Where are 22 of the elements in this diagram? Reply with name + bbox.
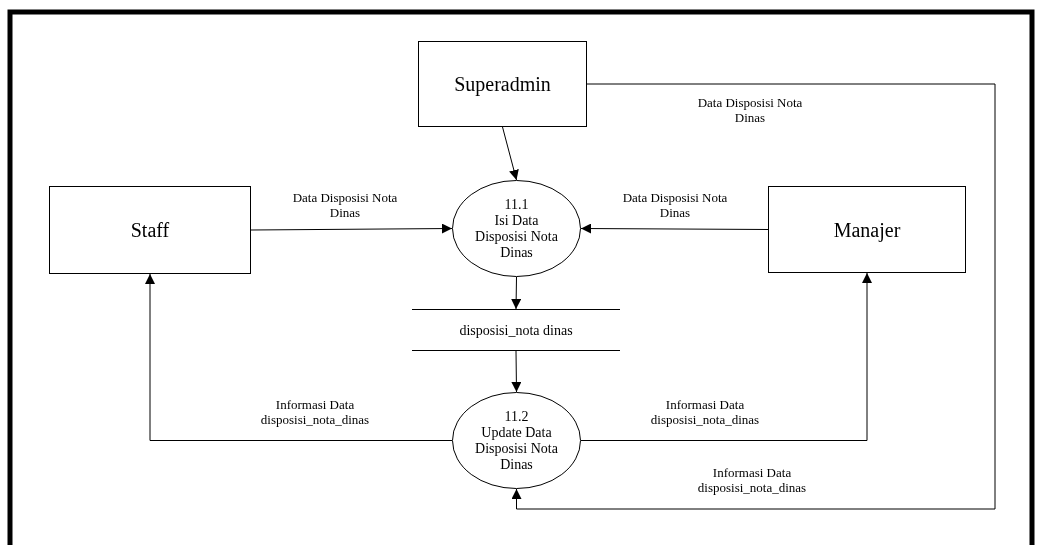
flow-arrow <box>511 83 996 510</box>
flow-arrow <box>511 350 522 393</box>
entity-name: Staff <box>130 218 170 243</box>
flow-label: Informasi Data disposisi_nota_dinas <box>696 465 808 495</box>
flow-arrow <box>502 126 519 181</box>
process-number: 11.1 <box>504 196 529 213</box>
process-circle <box>452 180 581 277</box>
process-name: Isi Data Disposisi Nota Dinas <box>474 212 559 261</box>
flow-arrow <box>580 272 872 441</box>
process-number: 11.2 <box>504 408 529 425</box>
flow-arrow <box>580 223 769 234</box>
flow-arrow <box>145 273 453 441</box>
entity-box <box>49 186 251 274</box>
flow-arrow <box>511 276 522 310</box>
flow-arrow <box>250 223 453 234</box>
entity-name: Superadmin <box>454 72 551 98</box>
process-circle <box>452 392 581 489</box>
entity-box <box>418 41 587 127</box>
data-store-name: disposisi_nota dinas <box>459 321 573 340</box>
entity-name: Manajer <box>833 217 901 244</box>
entity-box <box>768 186 966 273</box>
process-name: Update Data Disposisi Nota Dinas <box>474 424 559 473</box>
